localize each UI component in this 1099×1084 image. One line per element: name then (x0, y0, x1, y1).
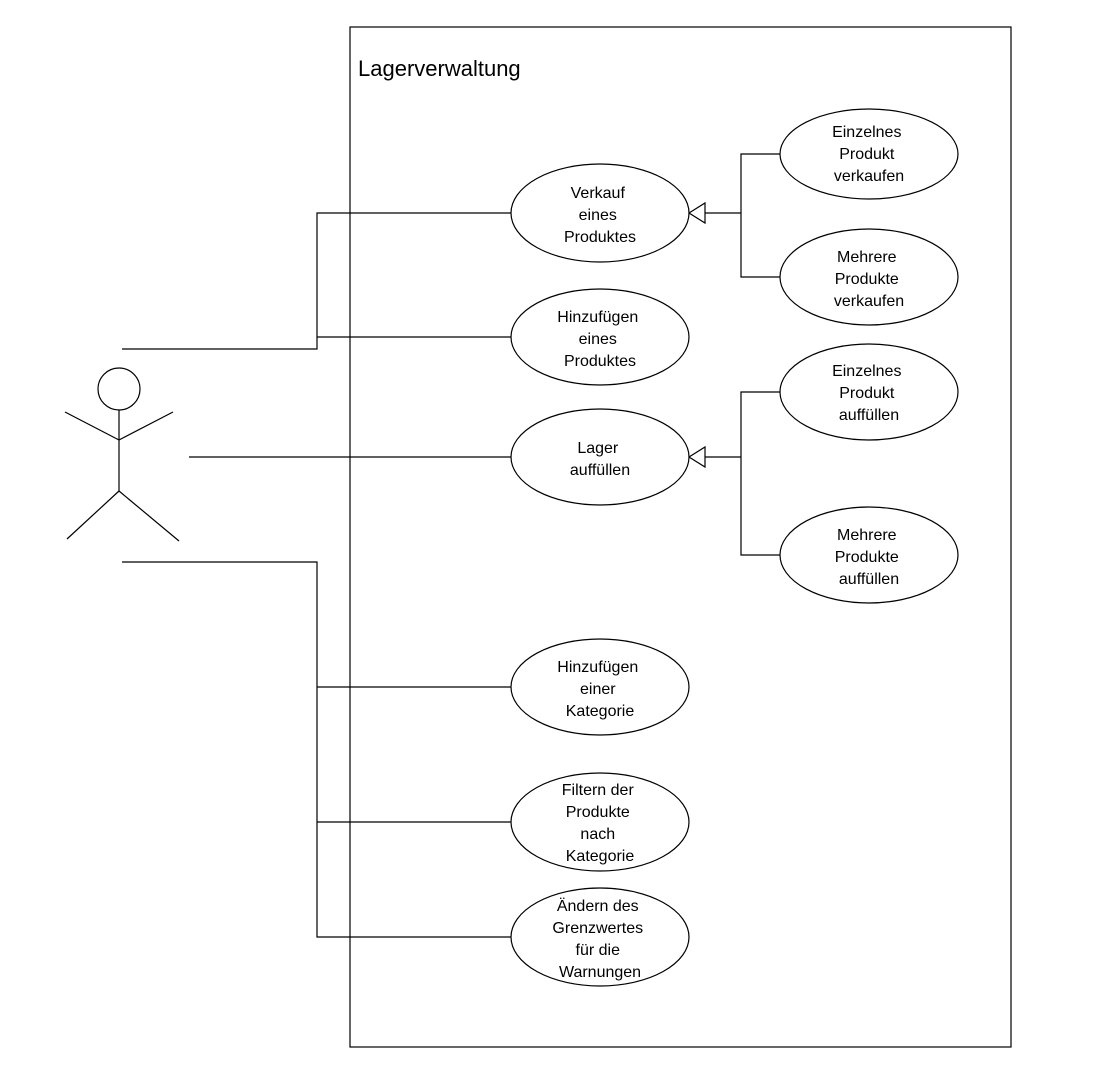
use-case-einzeln-verkaufen[interactable]: Einzelnes Produkt verkaufen (779, 108, 959, 200)
svg-text:Hinzufügen eines P: Hinzufügen eines Produktes (557, 309, 642, 370)
svg-text:Hinzufügen einer K: Hinzufügen einer Kategorie (557, 659, 642, 720)
use-case-lager-auffuellen[interactable]: Lager auffüllen (510, 408, 690, 506)
generalization-verkauf (687, 153, 780, 278)
svg-text:Einzelnes Produkt: Einzelnes Produkt auffüllen (832, 363, 906, 424)
use-case-mehrere-verkaufen[interactable]: Mehrere Produkte verkaufen (779, 228, 959, 326)
generalization-arrowhead-icon (687, 201, 706, 225)
use-case-hinzufuegen-produkt[interactable]: Hinzufügen eines Produktes (510, 288, 690, 386)
system-boundary (349, 26, 1012, 1048)
use-case-hinzufuegen-kategorie[interactable]: Hinzufügen einer Kategorie (510, 638, 690, 736)
svg-text:Filtern der Produkte: Filtern der Produkte nach Kategorie (562, 782, 638, 865)
svg-text:Mehrere Produkte v: Mehrere Produkte verkaufen (834, 249, 904, 310)
use-case-aendern[interactable]: Ändern des Grenzwertes für die Warnungen (510, 887, 690, 987)
system-title: Lagerverwaltung (358, 56, 521, 81)
svg-text:Verkauf eines Prod: Verkauf eines Produktes (564, 185, 636, 246)
generalization-auffuellen (687, 391, 780, 556)
use-case-filtern[interactable]: Filtern der Produkte nach Kategorie (510, 772, 690, 872)
use-case-verkauf[interactable]: Verkauf eines Produktes (510, 163, 690, 263)
generalization-arrowhead-icon (687, 445, 706, 469)
actor-associations (122, 212, 511, 938)
svg-text:Mehrere Produkte a: Mehrere Produkte auffüllen (835, 527, 904, 588)
svg-text:Lager auffüllen: Lager auffüllen (570, 440, 630, 479)
stick-figure-actor-icon (64, 367, 180, 542)
use-case-mehrere-auffuellen[interactable]: Mehrere Produkte auffüllen (779, 506, 959, 604)
use-case-einzeln-auffuellen[interactable]: Einzelnes Produkt auffüllen (779, 343, 959, 441)
svg-text:Ändern des Grenzwertes: Ändern des Grenzwertes für die Warnungen (552, 897, 647, 981)
svg-text:Einzelnes Produkt: Einzelnes Produkt verkaufen (832, 124, 906, 185)
